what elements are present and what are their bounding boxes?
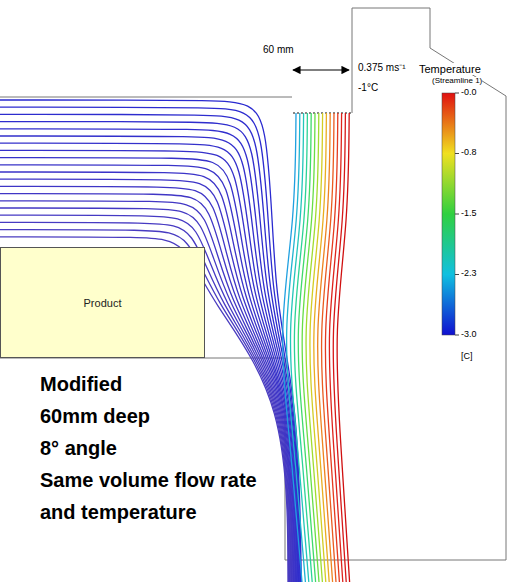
- streamline: [0, 158, 296, 582]
- product-box: Product: [0, 247, 205, 358]
- streamline: [0, 114, 300, 582]
- streamline: [0, 165, 295, 582]
- colorbar-tick: -0.8: [461, 148, 477, 158]
- streamline: [0, 107, 301, 582]
- caption-line: 8° angle: [40, 432, 117, 464]
- caption-line: 60mm deep: [40, 400, 150, 432]
- streamline: [0, 122, 299, 582]
- colorbar-tick: -0.0: [461, 88, 477, 98]
- streamline: [0, 136, 298, 582]
- streamline: [0, 201, 292, 582]
- streamline: [0, 179, 294, 582]
- streamline: [0, 143, 297, 582]
- streamline: [0, 230, 289, 582]
- streamline: [0, 172, 294, 582]
- node-label: Product: [84, 297, 122, 309]
- dimension-label: 60 mm: [263, 44, 294, 55]
- colorbar-tick: -3.0: [461, 330, 477, 340]
- streamline: [0, 194, 292, 582]
- caption-line: Same volume flow rate and temperature: [40, 464, 278, 528]
- colorbar-tick: -1.5: [461, 209, 477, 219]
- streamline: [337, 113, 350, 582]
- streamline: [0, 215, 290, 582]
- colorbar-unit: [C]: [461, 352, 473, 362]
- streamline: [0, 237, 288, 582]
- caption-line: Modified: [40, 368, 122, 400]
- streamline: [329, 113, 342, 582]
- streamline: [0, 100, 301, 582]
- temperature-label: -1°C: [358, 82, 378, 93]
- legend-subtitle: (Streamline 1): [432, 77, 482, 86]
- streamline: [0, 150, 296, 582]
- streamline: [0, 208, 291, 582]
- temperature-colorbar: [442, 93, 455, 335]
- colorbar-ticks: [455, 93, 459, 335]
- dimension-arrow: [293, 69, 349, 70]
- legend-title: Temperature: [419, 63, 481, 75]
- streamline: [333, 113, 346, 582]
- velocity-label: 0.375 ms⁻¹: [358, 62, 405, 73]
- streamline: [0, 222, 289, 582]
- colorbar-tick: -2.3: [461, 269, 477, 279]
- streamline: [0, 129, 299, 582]
- streamline: [0, 186, 293, 582]
